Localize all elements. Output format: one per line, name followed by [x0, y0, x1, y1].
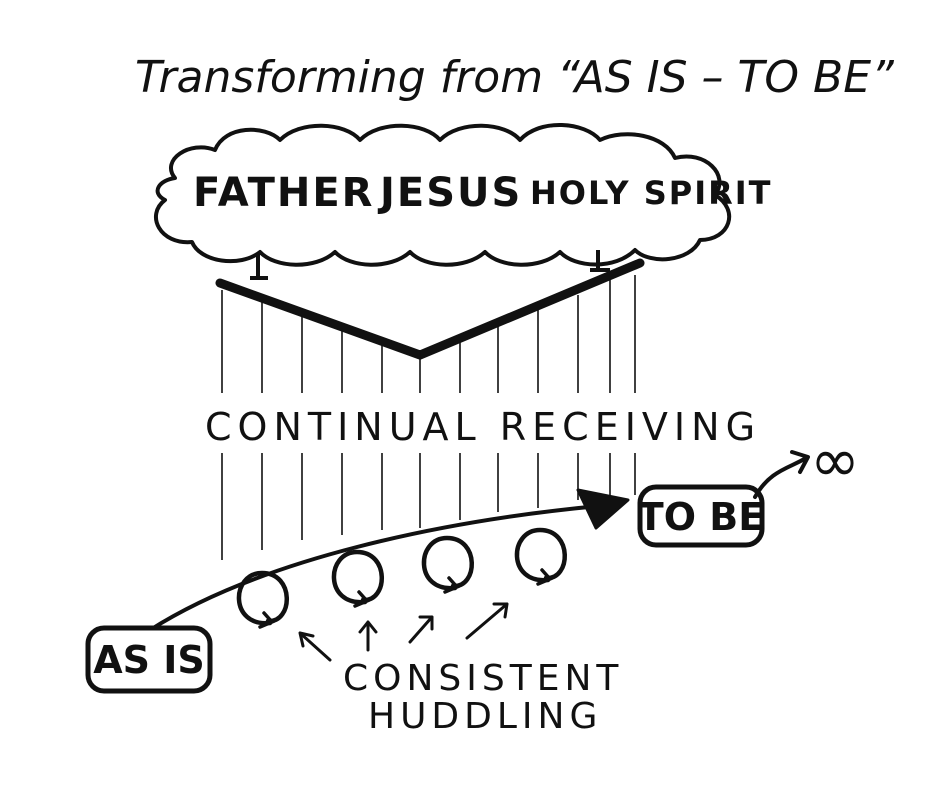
v-chevron [215, 258, 645, 360]
huddle-arrow-4 [465, 602, 509, 640]
huddle-arrows [298, 602, 509, 662]
huddling-line1: CONSISTENT [343, 658, 623, 699]
huddle-loop-arrowhead [536, 568, 553, 586]
huddling-line2: HUDDLING [368, 696, 602, 737]
cloud-shape [153, 123, 732, 267]
huddle-loop-arrowhead [353, 590, 370, 608]
as-is-box [85, 625, 213, 694]
huddle-loop-arrowhead [443, 576, 460, 594]
receiving-label: CONTINUAL RECEIVING [205, 405, 761, 449]
cloud-leg-right [590, 250, 610, 272]
huddle-loops [236, 527, 567, 629]
huddle-loop-arrowhead [258, 611, 275, 629]
diagram-title: Transforming from “AS IS – TO BE” [135, 52, 895, 103]
receiving-label-bg [198, 393, 638, 453]
cloud-label-jesus: JESUS [377, 170, 522, 216]
progress-arc [148, 503, 612, 632]
infinity-arrow [753, 450, 810, 499]
huddle-loop [331, 549, 384, 605]
to-be-label: TO BE [638, 495, 764, 539]
huddle-loop [514, 527, 567, 583]
cloud-label-holy-spirit: HOLY SPIRIT [530, 174, 772, 212]
huddle-arrow-1 [298, 631, 332, 662]
cloud-label-father: FATHER [193, 170, 374, 216]
to-be-box [637, 484, 765, 548]
cloud-leg-left [250, 255, 268, 280]
infinity-symbol: ∞ [810, 426, 860, 496]
progress-arrowhead [576, 488, 630, 530]
huddle-arrow-3 [408, 615, 434, 644]
huddle-arrow-2 [358, 620, 378, 652]
as-is-label: AS IS [93, 638, 205, 682]
huddle-loop [236, 570, 289, 626]
huddle-loop [421, 535, 474, 591]
